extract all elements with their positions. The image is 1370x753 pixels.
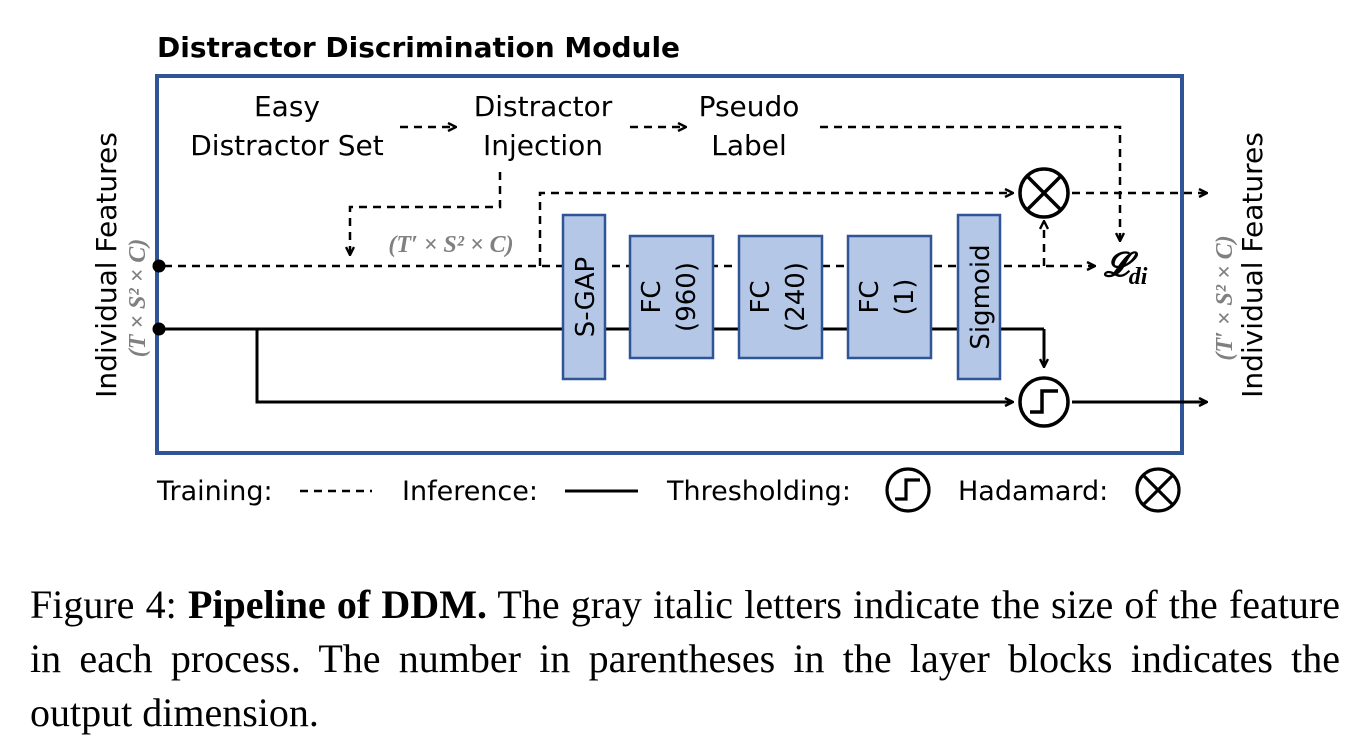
block-fc-960-label: FC: [637, 280, 667, 313]
legend-hadamard-icon: [1135, 467, 1181, 513]
caption-bold: Pipeline of DDM.: [187, 582, 487, 627]
output-dims: (T′ × S² × C): [1212, 235, 1238, 360]
distractor-injection-line2: Injection: [483, 129, 603, 162]
hadamard-icon: [1018, 167, 1070, 219]
solid-bypass-to-threshold: [255, 329, 1012, 402]
legend: Training: Inference: Thresholding: Hadam…: [156, 467, 1181, 513]
block-fc-960: FC (960): [628, 234, 715, 360]
output-label: Individual Features: [1236, 132, 1269, 398]
legend-thresholding-label: Thresholding:: [666, 476, 851, 507]
input-dot-training: [152, 259, 166, 273]
caption-prefix: Figure 4:: [30, 582, 188, 627]
input-dims: (T × S² × C): [125, 239, 151, 358]
easy-distractor-set-line1: Easy: [254, 90, 320, 123]
legend-hadamard-label: Hadamard:: [958, 476, 1108, 507]
block-sgap-label: S-GAP: [571, 257, 601, 337]
pseudo-label-line1: Pseudo: [699, 90, 800, 123]
pseudo-label-line2: Label: [711, 129, 787, 162]
input-label: Individual Features: [90, 132, 123, 398]
distractor-injection: Distractor Injection: [474, 90, 613, 162]
easy-distractor-set: Easy Distractor Set: [190, 90, 383, 162]
arrow-pseudo-to-loss: [820, 125, 1120, 240]
block-fc-960-dim: (960): [672, 262, 702, 332]
block-fc-960-box: [628, 234, 715, 360]
legend-training-label: Training:: [156, 476, 273, 507]
pseudo-label: Pseudo Label: [699, 90, 800, 162]
legend-inference-label: Inference:: [402, 476, 538, 507]
dashed-bypass-to-hadamard: [538, 193, 1012, 266]
injected-dims: (T′ × S² × C): [388, 232, 513, 258]
block-sgap: S-GAP: [561, 213, 607, 381]
loss-subscript: di: [1129, 264, 1148, 290]
block-fc-1-label: FC: [855, 280, 885, 313]
block-fc-240: FC (240): [737, 234, 824, 360]
block-sgap-box: [561, 213, 607, 381]
arrow-injection-down: [350, 172, 502, 254]
block-sigmoid-box: [956, 213, 1002, 381]
block-fc-1: FC (1): [846, 234, 933, 360]
thresholding-icon: [1018, 376, 1070, 428]
ddm-diagram: Distractor Discrimination Module Individ…: [90, 31, 1269, 513]
block-fc-1-box: [846, 234, 933, 360]
loss-label: 𝓛di: [1103, 247, 1148, 290]
block-fc-240-dim: (240): [781, 262, 811, 332]
easy-distractor-set-line2: Distractor Set: [190, 129, 383, 162]
legend-thresholding-icon: [885, 467, 931, 513]
block-fc-240-box: [737, 234, 824, 360]
input-dot-inference: [152, 322, 166, 336]
block-fc-240-label: FC: [746, 280, 776, 313]
distractor-injection-line1: Distractor: [474, 90, 613, 123]
injected-dims-bg: [365, 226, 537, 260]
block-sigmoid: Sigmoid: [956, 213, 1002, 381]
figure-caption: Figure 4: Pipeline of DDM. The gray ital…: [30, 578, 1340, 740]
block-fc-1-dim: (1): [890, 279, 920, 316]
block-sigmoid-label: Sigmoid: [966, 244, 996, 349]
module-title: Distractor Discrimination Module: [157, 31, 680, 64]
caption-text: The gray italic letters indicate the siz…: [30, 582, 1340, 735]
